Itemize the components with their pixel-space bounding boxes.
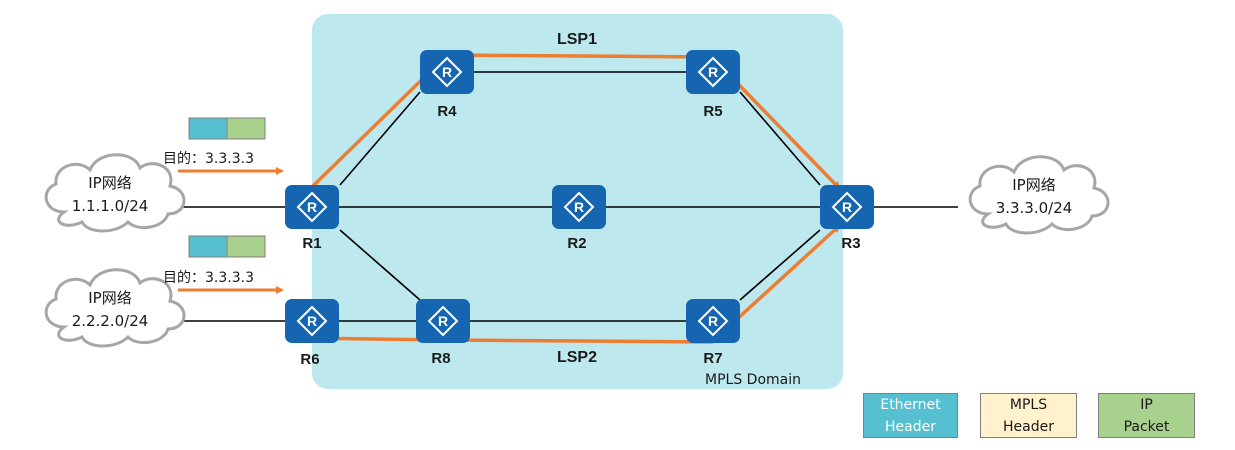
legend-mpls-header: MPLS Header [980,393,1077,438]
router-r4: R [420,50,474,94]
links [175,71,958,322]
router-r8: R [416,299,470,343]
lsp2-label: LSP2 [557,349,597,366]
legend-line1: IP [1140,397,1153,413]
packet-destination: 目的：3.3.3.3 [163,270,254,286]
router-body [552,185,606,229]
router-label-r3: R3 [841,235,860,252]
router-r5: R [686,50,740,94]
packet-ip-payload [226,235,266,258]
router-r1: R [285,185,339,229]
router-body [686,299,740,343]
router-icon [697,305,729,337]
router-r6: R [285,299,339,343]
router-label-r2: R2 [567,235,586,252]
router-body [285,299,339,343]
router-label-r8: R8 [431,350,450,367]
cloud-ip-network-1: IP网络 1.1.1.0/24 [44,153,186,233]
router-icon [697,56,729,88]
router-body [820,185,874,229]
router-glyph: R [842,199,852,215]
router-glyph: R [442,64,452,80]
router-label-r4: R4 [437,103,457,120]
packet-ethernet-header [188,235,228,258]
router-icon [831,191,863,223]
router-body [420,50,474,94]
router-body [285,185,339,229]
router-body [686,50,740,94]
cloud-title: IP网络 [1012,176,1055,194]
router-glyph: R [574,199,584,215]
router-icon [296,191,328,223]
router-label-r1: R1 [302,235,321,252]
router-icon [563,191,595,223]
router-body [416,299,470,343]
cloud-ip-network-3: IP网络 3.3.3.0/24 [968,155,1110,235]
router-glyph: R [307,199,317,215]
router-icon [296,305,328,337]
router-r7: R [686,299,740,343]
router-label-r7: R7 [703,350,722,367]
lsp2-path [299,224,841,344]
legend-line2: Packet [1123,419,1170,435]
router-r2: R [552,185,606,229]
cloud-subnet: 3.3.3.0/24 [996,199,1073,217]
packet-destination: 目的：3.3.3.3 [163,151,254,167]
packet-ip-payload [226,117,266,140]
router-glyph: R [708,313,718,329]
router-r3: R [820,185,874,229]
cloud-title: IP网络 [88,174,131,192]
router-glyph: R [307,313,317,329]
lsp1-label: LSP1 [557,31,597,48]
router-glyph: R [438,313,448,329]
router-label-r6: R6 [300,351,319,368]
packet-1: 目的：3.3.3.3 [163,117,284,175]
mpls-domain-label: MPLS Domain [705,372,801,388]
cloud-ip-network-2: IP网络 2.2.2.0/24 [44,268,186,348]
lsp1-path [310,53,841,190]
packet-ethernet-header [188,117,228,140]
legend-line1: MPLS [1009,397,1048,413]
legend-line2: Header [1003,419,1054,435]
router-glyph: R [708,64,718,80]
cloud-subnet: 2.2.2.0/24 [72,312,149,330]
packet-2: 目的：3.3.3.3 [163,235,284,294]
cloud-subnet: 1.1.1.0/24 [72,197,149,215]
legend-ip-packet: IP Packet [1098,393,1195,438]
legend-line1: Ethernet [880,397,941,413]
router-icon [427,305,459,337]
cloud-title: IP网络 [88,289,131,307]
legend-line2: Header [885,419,936,435]
legend-ethernet-header: Ethernet Header [863,393,958,438]
router-icon [431,56,463,88]
router-label-r5: R5 [703,103,722,120]
